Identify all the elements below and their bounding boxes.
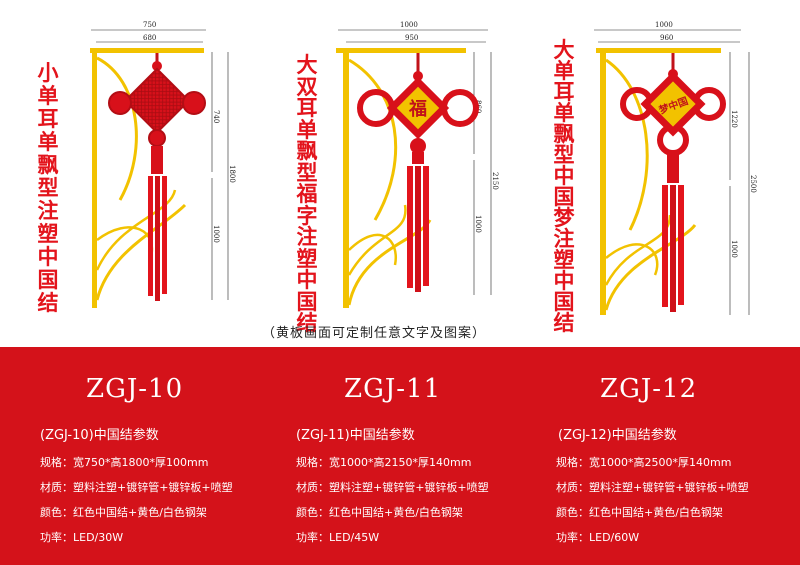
product-2-specs: 规格：宽1000*高2150*厚140mm 材质：塑料注塑+镀锌管+镀锌板+喷塑… — [296, 450, 489, 550]
spec-size: 规格：宽1000*高2500*厚140mm — [556, 456, 732, 469]
product-2-dim-total: 2150 — [491, 172, 499, 190]
product-3-specs: 规格：宽1000*高2500*厚140mm 材质：塑料注塑+镀锌管+镀锌板+喷塑… — [556, 450, 749, 550]
product-3-title: 大单耳单飘型中国梦注塑中国结 — [553, 38, 575, 335]
spec-power: 功率：LED/60W — [556, 531, 640, 544]
product-2-drawing: 1000 950 860 2150 1000 福 — [336, 21, 499, 308]
product-1-model: ZGJ-10 — [86, 374, 184, 404]
product-2-pole — [343, 53, 349, 308]
customization-note: （黄板画面可定制任意文字及图案） — [262, 326, 487, 341]
product-3-dim-total: 2500 — [749, 175, 757, 193]
product-2-dim-width-outer: 1000 — [400, 21, 418, 29]
product-1-top-arm — [90, 48, 204, 53]
product-1-dim-top: 740 — [212, 110, 220, 123]
product-2-top-arm — [336, 48, 466, 53]
product-2-panel-text: 福 — [408, 98, 427, 120]
product-2-subtitle: (ZGJ-11)中国结参数 — [296, 428, 415, 443]
product-3-subtitle: (ZGJ-12)中国结参数 — [558, 428, 677, 443]
product-1-subtitle: (ZGJ-10)中国结参数 — [40, 428, 159, 443]
spec-color: 颜色：红色中国结+黄色/白色钢架 — [556, 506, 723, 519]
product-1-pole — [92, 53, 97, 308]
product-2-dim-width-inner: 950 — [405, 34, 418, 42]
spec-material: 材质：塑料注塑+镀锌管+镀锌板+喷塑 — [296, 481, 489, 494]
product-3-model: ZGJ-12 — [600, 374, 698, 404]
product-3-drawing: 1000 960 1220 2500 1000 梦中国 — [594, 21, 757, 315]
product-1-drawing: 750 680 740 1800 1000 — [90, 21, 236, 308]
product-3-dim-width-outer: 1000 — [655, 21, 673, 29]
spec-power: 功率：LED/30W — [40, 531, 124, 544]
product-2-model: ZGJ-11 — [344, 374, 442, 404]
knot-drawings: 750 680 740 1800 1000 1000 950 8 — [90, 21, 757, 315]
product-2-dim-bottom: 1000 — [474, 215, 482, 233]
product-2-title: 大双耳单飘型福字注塑中国结 — [296, 53, 318, 335]
product-3-dim-bottom: 1000 — [730, 240, 738, 258]
spec-color: 颜色：红色中国结+黄色/白色钢架 — [40, 506, 207, 519]
spec-color: 颜色：红色中国结+黄色/白色钢架 — [296, 506, 463, 519]
spec-material: 材质：塑料注塑+镀锌管+镀锌板+喷塑 — [40, 481, 233, 494]
spec-power: 功率：LED/45W — [296, 531, 380, 544]
product-3-pole — [600, 53, 606, 315]
product-1-dim-bottom: 1000 — [212, 225, 220, 243]
product-1-dim-width-inner: 680 — [143, 34, 156, 42]
spec-size: 规格：宽1000*高2150*厚140mm — [296, 456, 472, 469]
spec-material: 材质：塑料注塑+镀锌管+镀锌板+喷塑 — [556, 481, 749, 494]
product-1-dim-width-outer: 750 — [143, 21, 156, 29]
product-1-dim-total: 1800 — [228, 165, 236, 183]
product-1-specs: 规格：宽750*高1800*厚100mm 材质：塑料注塑+镀锌管+镀锌板+喷塑 … — [40, 450, 233, 550]
product-3-top-arm — [596, 48, 721, 53]
spec-size: 规格：宽750*高1800*厚100mm — [40, 456, 209, 469]
product-1-title: 小单耳单飘型注塑中国结 — [37, 61, 59, 315]
product-3-dim-top: 1220 — [730, 110, 738, 128]
product-3-dim-width-inner: 960 — [660, 34, 673, 42]
spec-band — [0, 347, 800, 565]
